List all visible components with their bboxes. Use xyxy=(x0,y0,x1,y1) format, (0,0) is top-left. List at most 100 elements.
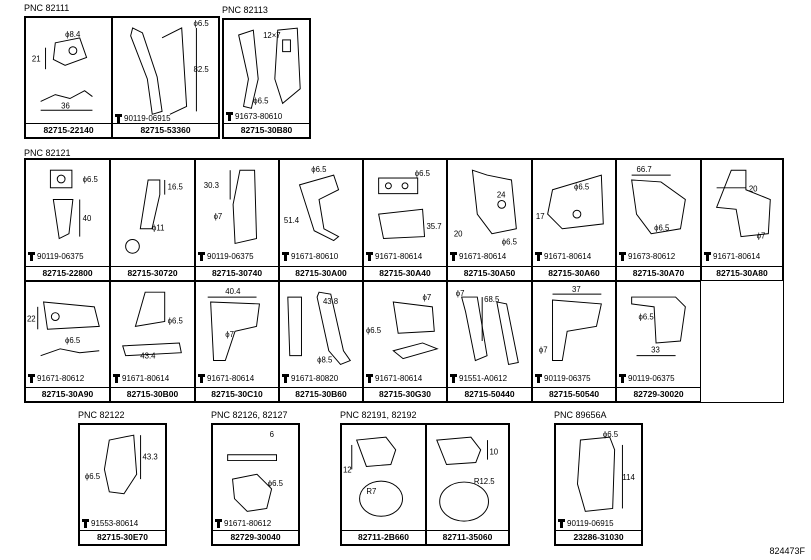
part-number: 82715-30C10 xyxy=(196,387,278,400)
part-number: 82729-30020 xyxy=(617,387,700,400)
dim-label: ϕ6.5 xyxy=(65,336,81,345)
part-number: 82715-30A60 xyxy=(533,266,615,279)
part-number: 82711-2B660 xyxy=(342,530,425,543)
pnc-panel-82121: ϕ6.5 40 90119-06375 82715-22800 16.5 ϕ11… xyxy=(24,158,784,403)
part-cell-82715-30E70[interactable]: 43.3 ϕ6.5 91553-80614 82715-30E70 xyxy=(79,424,166,545)
part-cell-82715-30A70[interactable]: 66.7 ϕ6.5 91673-80612 82715-30A70 xyxy=(616,159,701,281)
bolt-callout: 91671-80612 xyxy=(215,519,271,528)
bolt-callout: 91671-80614 xyxy=(450,252,506,261)
bracket-drawing: 16.5 ϕ11 xyxy=(125,179,184,254)
dim-label: 43.8 xyxy=(323,297,338,306)
dim-label: ϕ6.5 xyxy=(268,479,284,488)
bolt-icon xyxy=(215,519,222,528)
part-cell-82715-50440[interactable]: ϕ7 68.5 91551-A0612 82715-50440 xyxy=(447,281,532,402)
pnc-panel-82111: 21 ϕ8.4 36 82715-22140 82.5 ϕ6.5 90119-0… xyxy=(24,16,220,139)
dim-label: ϕ8.5 xyxy=(317,355,333,364)
part-cell-82715-30C10[interactable]: 40.4 ϕ7 91671-80614 82715-30C10 xyxy=(195,281,279,402)
bolt-icon xyxy=(450,252,457,261)
bolt-icon xyxy=(704,252,711,261)
bracket-drawing: ϕ7 68.5 xyxy=(456,289,519,366)
dim-label: 16.5 xyxy=(168,183,184,192)
dim-label: ϕ6.5 xyxy=(311,165,327,174)
part-cell-82715-30B60[interactable]: 43.8 ϕ8.5 91671-80820 82715-30B60 xyxy=(279,281,363,402)
part-cell-82711-2B660[interactable]: 12 R7 82711-2B660 xyxy=(341,424,426,545)
part-number: 82715-30A80 xyxy=(702,266,782,279)
part-cell-23286-31030[interactable]: ϕ6.5 114 90119-06915 23286-31030 xyxy=(555,424,642,545)
bracket-drawing: 40.4 ϕ7 xyxy=(207,287,261,362)
bolt-callout: 90119-06915 xyxy=(558,519,614,528)
part-number: 82715-30A40 xyxy=(364,266,446,279)
bolt-callout: 90119-06375 xyxy=(28,252,84,261)
bolt-icon xyxy=(366,252,373,261)
part-number: 82715-22800 xyxy=(26,266,109,279)
bolt-icon xyxy=(619,374,626,383)
part-number: 82715-30B60 xyxy=(280,387,362,400)
part-cell-82715-30A40[interactable]: ϕ6.5 35.7 91671-80614 82715-30A40 xyxy=(363,159,447,281)
pnc-panel-82122: 43.3 ϕ6.5 91553-80614 82715-30E70 xyxy=(78,423,167,546)
dim-label: ϕ6.5 xyxy=(415,169,431,178)
dim-label: ϕ6.5 xyxy=(85,472,101,481)
part-number: 82715-50540 xyxy=(533,387,615,400)
bolt-icon xyxy=(28,374,35,383)
part-cell-82715-22800[interactable]: ϕ6.5 40 90119-06375 82715-22800 xyxy=(25,159,110,281)
bolt-icon xyxy=(535,252,542,261)
dim-label: ϕ8.4 xyxy=(65,30,81,39)
part-number: 82715-30740 xyxy=(196,266,278,279)
bracket-drawing: ϕ6.5 114 xyxy=(577,430,636,512)
dim-label: 30.3 xyxy=(204,181,219,190)
pnc-label-82113: PNC 82113 xyxy=(222,5,268,15)
bolt-callout: 90119-06375 xyxy=(619,374,675,383)
part-cell-82715-30740[interactable]: 30.3 ϕ7 90119-06375 82715-30740 xyxy=(195,159,279,281)
bolt-callout: 91671-80610 xyxy=(282,252,338,261)
pnc-label-89656a: PNC 89656A xyxy=(554,410,607,420)
dim-label: ϕ6.5 xyxy=(366,326,382,335)
bracket-drawing: ϕ6.5 51.4 xyxy=(284,165,340,242)
part-cell-82715-30A00[interactable]: ϕ6.5 51.4 91671-80610 82715-30A00 xyxy=(279,159,363,281)
dim-label: 68.5 xyxy=(484,295,500,304)
bolt-icon xyxy=(113,374,120,383)
clamp-drawing: 12 R7 xyxy=(343,436,404,517)
dim-label: 51.4 xyxy=(284,216,300,225)
part-cell-82715-30A50[interactable]: 24 20 ϕ6.5 91671-80614 82715-30A50 xyxy=(447,159,532,281)
part-cell-82715-30A90[interactable]: 22 ϕ6.5 91671-80612 82715-30A90 xyxy=(25,281,110,402)
dim-label: R7 xyxy=(366,487,376,496)
bolt-icon xyxy=(198,252,205,261)
part-cell-82729-30040[interactable]: 6 ϕ6.5 91671-80612 82729-30040 xyxy=(212,424,299,545)
bolt-icon xyxy=(82,519,89,528)
pnc-label-82126-82127: PNC 82126, 82127 xyxy=(211,410,288,420)
dim-label: 43.4 xyxy=(140,352,156,361)
part-cell-82715-30B00[interactable]: ϕ6.5 43.4 91671-80614 82715-30B00 xyxy=(110,281,195,402)
part-cell-82715-30720[interactable]: 16.5 ϕ11 82715-30720 xyxy=(110,159,195,281)
part-number: 82715-53360 xyxy=(113,123,218,136)
part-cell-82715-30G30[interactable]: ϕ7 ϕ6.5 91671-80614 82715-30G30 xyxy=(363,281,447,402)
part-cell-82715-30B80[interactable]: 12×7 ϕ6.5 91673-80610 82715-30B80 xyxy=(223,19,310,138)
bracket-drawing: ϕ6.5 35.7 xyxy=(378,169,442,240)
dim-label: 6 xyxy=(270,430,274,439)
dim-label: 24 xyxy=(497,191,506,200)
pnc-label-82111: PNC 82111 xyxy=(24,3,70,13)
part-cell-82715-30A60[interactable]: ϕ6.5 17 91671-80614 82715-30A60 xyxy=(532,159,616,281)
dim-label: 43.3 xyxy=(143,453,158,462)
bracket-drawing: 37 ϕ7 xyxy=(539,285,602,362)
part-cell-82715-53360[interactable]: 82.5 ϕ6.5 90119-06915 82715-53360 xyxy=(112,17,219,138)
part-cell-82715-30A80[interactable]: 20 ϕ7 91671-80614 82715-30A80 xyxy=(701,159,783,281)
part-number: 82715-30720 xyxy=(111,266,194,279)
part-cell-82715-50540[interactable]: 37 ϕ7 90119-06375 82715-50540 xyxy=(532,281,616,402)
bracket-drawing: 6 ϕ6.5 xyxy=(227,430,284,512)
pnc-panel-89656a: ϕ6.5 114 90119-06915 23286-31030 xyxy=(554,423,643,546)
bracket-drawing: ϕ6.5 17 xyxy=(536,174,604,230)
part-cell-82715-22140[interactable]: 21 ϕ8.4 36 82715-22140 xyxy=(25,17,112,138)
bracket-drawing: 24 20 ϕ6.5 xyxy=(454,169,518,246)
bracket-drawing: 22 ϕ6.5 xyxy=(27,301,100,357)
dim-label: R12.5 xyxy=(474,477,495,486)
bracket-drawing: 12×7 ϕ6.5 xyxy=(238,27,301,109)
bolt-icon xyxy=(450,374,457,383)
dim-label: ϕ7 xyxy=(214,212,223,221)
dim-label: 10 xyxy=(489,448,498,457)
dim-label: 22 xyxy=(27,314,36,323)
bolt-icon xyxy=(535,374,542,383)
part-cell-82711-35060[interactable]: 10 R12.5 82711-35060 xyxy=(426,424,509,545)
dim-label: ϕ6.5 xyxy=(574,183,590,192)
dim-label: 82.5 xyxy=(193,65,209,74)
part-cell-82729-30020[interactable]: ϕ6.5 33 90119-06375 82729-30020 xyxy=(616,281,701,402)
